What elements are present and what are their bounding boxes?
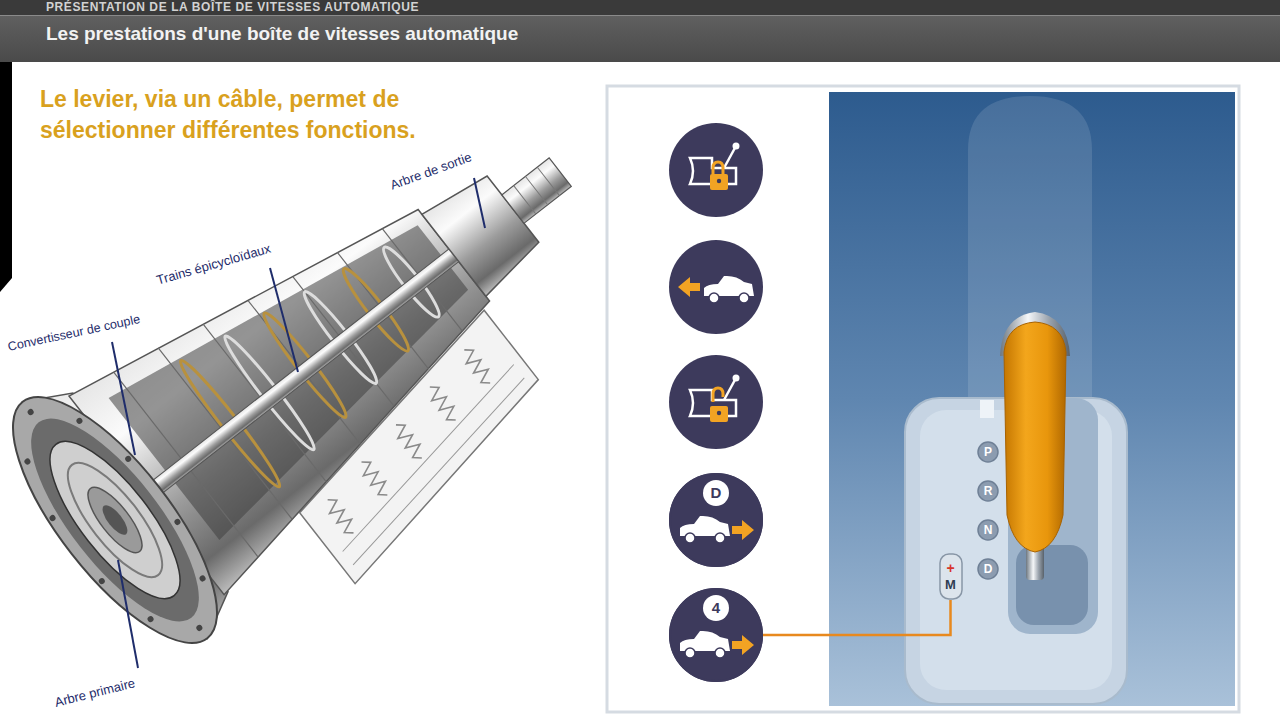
page-edge <box>0 62 12 292</box>
function-icon: D <box>669 473 763 567</box>
gear-position-button: N <box>977 519 999 541</box>
function-icon: 4 <box>669 588 763 682</box>
gear-position-button: R <box>977 480 999 502</box>
gear-position-button: D <box>977 558 999 580</box>
intro-text: Le levier, via un câble, permet de sélec… <box>40 84 530 146</box>
mode-letter: 4 <box>712 598 720 618</box>
gear-letter: R <box>984 484 993 498</box>
part-label: Arbre de sortie <box>388 149 474 193</box>
gear-position-button: P <box>977 441 999 463</box>
header-band <box>0 0 1280 62</box>
cable-connector <box>763 600 951 635</box>
manual-sign: M <box>945 576 956 593</box>
label-holder: Le levier, via un câble, permet de sélec… <box>40 84 530 146</box>
function-icons <box>669 123 763 682</box>
leader-lines <box>112 178 485 668</box>
label-holder: Les prestations d'une boîte de vitesses … <box>46 23 518 45</box>
label-holder: Arbre primaire <box>53 675 137 710</box>
mode-letter: D <box>711 483 722 503</box>
manual-mode-button: +M <box>939 553 963 600</box>
section-subtitle: Les prestations d'une boîte de vitesses … <box>46 23 518 45</box>
part-label: Convertisseur de couple <box>6 311 141 355</box>
gear-letter: N <box>984 523 993 537</box>
gear-letter: D <box>984 562 993 576</box>
label-holder: Convertisseur de couple <box>6 311 141 355</box>
label-holder: Arbre de sortie <box>388 149 474 193</box>
gear-letter: P <box>984 445 992 459</box>
part-label: Arbre primaire <box>53 675 137 710</box>
selector-panel <box>607 86 1239 712</box>
manual-sign: + <box>946 561 954 576</box>
part-label: Trains épicycloïdaux <box>155 241 273 289</box>
page-title: PRÉSENTATION DE LA BOÎTE DE VITESSES AUT… <box>46 0 419 15</box>
title-holder: PRÉSENTATION DE LA BOÎTE DE VITESSES AUT… <box>46 0 419 15</box>
transmission-cutaway <box>0 54 682 710</box>
label-holder: Trains épicycloïdaux <box>155 241 273 289</box>
